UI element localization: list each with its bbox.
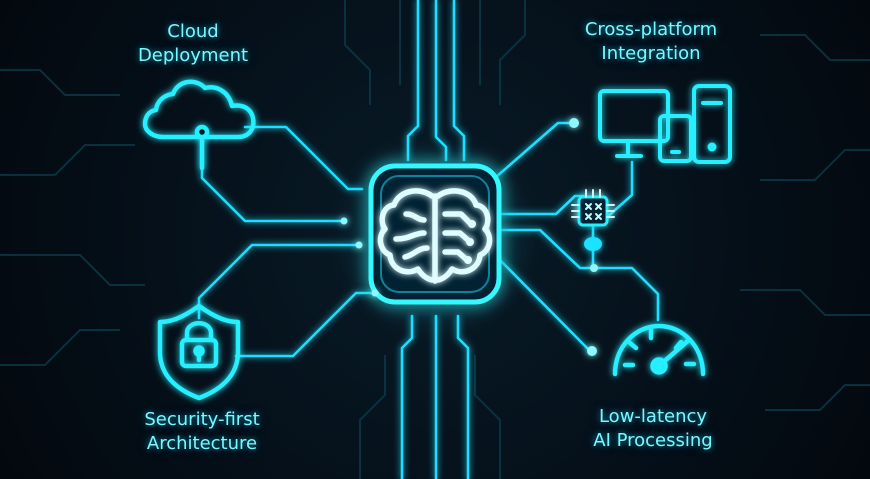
security-label: Security-first Architecture xyxy=(112,408,292,456)
cloud-icon xyxy=(142,79,256,171)
cross-platform-label-line2: Integration xyxy=(601,43,701,64)
processor-chip-icon xyxy=(571,189,615,251)
speedometer-icon xyxy=(612,323,706,377)
cloud-deployment-label: Cloud Deployment xyxy=(118,20,268,68)
cross-platform-label-line1: Cross-platform xyxy=(584,19,718,40)
cloud-deployment-label-line2: Deployment xyxy=(137,45,249,66)
latency-label-line1: Low-latency xyxy=(598,406,708,427)
security-label-line1: Security-first xyxy=(144,409,260,430)
brain-chip-icon xyxy=(336,138,536,338)
shield-lock-icon xyxy=(157,303,241,401)
latency-label-line2: AI Processing xyxy=(593,430,713,451)
devices-icon xyxy=(598,84,732,164)
security-label-line2: Architecture xyxy=(146,433,258,454)
cloud-deployment-label-line1: Cloud xyxy=(167,21,219,42)
cross-platform-label: Cross-platform Integration xyxy=(566,18,736,66)
connector-endpoints xyxy=(340,118,598,356)
latency-label: Low-latency AI Processing xyxy=(568,405,738,453)
